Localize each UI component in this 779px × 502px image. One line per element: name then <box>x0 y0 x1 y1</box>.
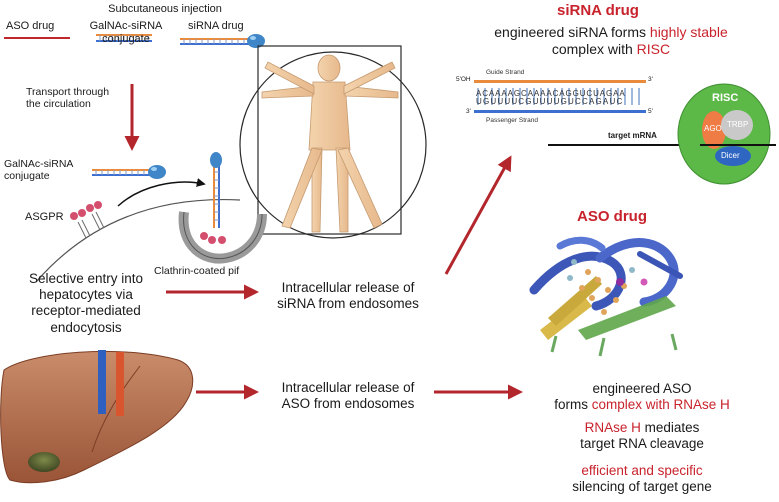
sirna-drug-small-label: siRNA drug <box>188 20 244 32</box>
vitruvian-man-illustration <box>239 45 427 239</box>
subcutaneous-label: Subcutaneous injection <box>108 3 222 15</box>
liver-illustration <box>0 350 194 484</box>
aso-description-3: efficient and specific silencing of targ… <box>522 463 762 495</box>
aso-drug-label: ASO drug <box>6 20 55 32</box>
selective-entry-line1: Selective entry into <box>28 271 144 286</box>
three-prime-bottom-label: 3' <box>466 108 471 115</box>
sirna-description-line1: engineered siRNA forms highly stable <box>494 24 728 40</box>
selective-entry-line2: hepatocytes via <box>39 287 133 303</box>
transport-label-line1: Transport through <box>26 86 110 98</box>
sirna-duplex-diagram <box>474 80 646 113</box>
dicer-label: Dicer <box>721 151 740 160</box>
galnac-conjugate-mid-icon <box>92 165 166 179</box>
five-oh-label: 5'OH <box>456 76 471 83</box>
aso-description-2-line1: RNAse H mediates <box>584 420 700 435</box>
asgpr-label: ASGPR <box>25 211 64 223</box>
ago-label: AGO <box>704 124 722 133</box>
intracellular-sirna-text: Intracellular release of siRNA from endo… <box>262 280 434 312</box>
galnac-conjugate-label-line2: conjugate <box>102 32 150 45</box>
intracellular-sirna-line1: Intracellular release of <box>281 280 415 295</box>
aso-description-1-line1: engineered ASO <box>592 381 692 396</box>
sirna-drug-header: siRNA drug <box>557 2 639 19</box>
selective-entry-text: Selective entry into hepatocytes via rec… <box>4 271 168 336</box>
galnac-conjugate-label-line1: GalNAc-siRNA <box>89 20 163 32</box>
sequence-top: ACAAAAGCAAAACAGGUCUAGAA <box>476 89 626 98</box>
target-mrna-label: target mRNA <box>608 131 657 140</box>
aso-description-3-line2: silencing of target gene <box>572 479 712 495</box>
sirna-outcome-arrow <box>444 155 512 275</box>
internalization-arrow <box>117 178 206 207</box>
aso-description-1: engineered ASO forms complex with RNAse … <box>522 381 762 413</box>
cell-membrane <box>35 198 241 283</box>
guide-strand-label: Guide Strand <box>486 69 525 76</box>
risc-complex <box>677 83 771 185</box>
aso-description-2: RNAse H mediates target RNA cleavage <box>522 420 762 452</box>
aso-description-2-line2: target RNA cleavage <box>580 436 704 452</box>
sirna-description: engineered siRNA forms highly stable com… <box>466 24 756 58</box>
clathrin-coated-pit <box>178 152 267 264</box>
galnac-conjugate-mid-label: GalNAc-siRNA conjugate <box>4 158 73 182</box>
three-prime-top-label: 3' <box>648 76 653 83</box>
galnac-conjugate-mid-line1: GalNAc-siRNA <box>4 158 74 170</box>
five-prime-bottom-label: 5' <box>648 108 653 115</box>
galnac-conjugate-mid-line2: conjugate <box>4 170 50 183</box>
intracellular-aso-text: Intracellular release of ASO from endoso… <box>262 380 434 412</box>
risc-label: RISC <box>712 92 739 104</box>
intracellular-sirna-line2: siRNA from endosomes <box>277 296 419 312</box>
intracellular-aso-line2: ASO from endosomes <box>281 396 415 412</box>
galnac-conjugate-label: GalNAc-siRNA conjugate <box>84 20 168 45</box>
sequence-bottom: UGUUUUCGUUUUGUCCAGAUC <box>476 97 624 106</box>
aso-drug-header: ASO drug <box>577 208 647 225</box>
selective-entry-line4: endocytosis <box>50 319 122 335</box>
aso-rnaseh-structure <box>529 236 683 357</box>
clathrin-label: Clathrin-coated pif <box>154 265 240 277</box>
aso-description-3-line1: efficient and specific <box>581 463 703 478</box>
sirna-drug-icon <box>180 34 265 48</box>
sirna-description-line2: complex with RISC <box>551 40 671 57</box>
selective-entry-line3: receptor-mediated <box>31 303 141 319</box>
trbp-label: TRBP <box>727 120 749 129</box>
aso-description-1-line2: forms complex with RNAse H <box>554 397 730 413</box>
intracellular-aso-line1: Intracellular release of <box>281 380 415 395</box>
asgpr-receptors <box>70 201 105 239</box>
galnac-conjugate-icon <box>96 34 152 42</box>
transport-label-line2: the circulation <box>26 98 91 111</box>
transport-label: Transport through the circulation <box>26 86 109 110</box>
passenger-strand-label: Passenger Strand <box>486 117 539 124</box>
